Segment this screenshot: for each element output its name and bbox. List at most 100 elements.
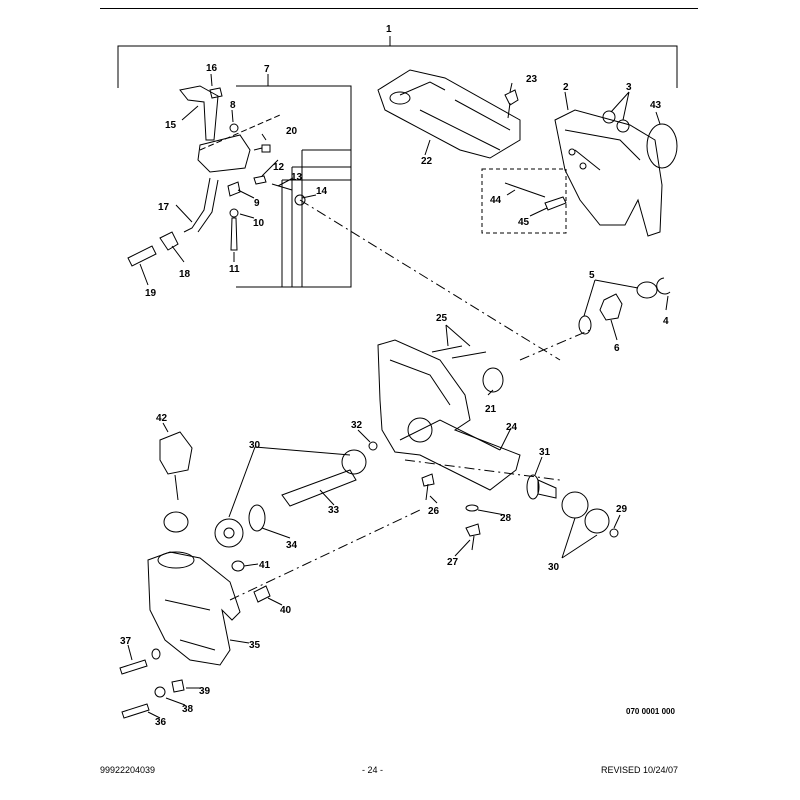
guard-2 (554, 109, 663, 237)
washer-28 (465, 504, 479, 512)
washer-39a (151, 648, 161, 660)
clip-4 (656, 277, 671, 295)
bolt-11 (230, 217, 238, 251)
callout-5: 5 (589, 270, 595, 281)
shaft-33 (281, 469, 357, 507)
callout-3: 3 (626, 82, 632, 93)
lower-housing-35 (147, 551, 241, 666)
callout-19: 19 (145, 288, 157, 299)
spring-12 (253, 175, 267, 185)
callout-24: 24 (506, 422, 518, 433)
callout-39: 39 (199, 686, 211, 697)
cap-42 (159, 431, 193, 475)
callout-18: 18 (179, 269, 191, 280)
figure-reference: 070 0001 000 (626, 707, 675, 716)
callout-7: 7 (264, 64, 270, 75)
callout-10: 10 (253, 218, 265, 229)
callout-38: 38 (182, 704, 194, 715)
bearing-30c (561, 491, 589, 519)
washer-29 (609, 528, 619, 538)
washer-32 (368, 441, 378, 451)
callout-28: 28 (500, 513, 512, 524)
callout-45: 45 (518, 217, 530, 228)
pin-45 (544, 196, 567, 211)
callout-11: 11 (229, 264, 240, 275)
callout-12: 12 (273, 162, 285, 173)
washer-5a (578, 315, 592, 335)
footer-page-number: - 24 - (362, 765, 384, 775)
star-6 (599, 293, 623, 321)
washer-10 (229, 208, 239, 218)
washer-8 (229, 123, 239, 133)
callout-17: 17 (158, 202, 170, 213)
callout-44: 44 (490, 195, 502, 206)
ring-43 (646, 123, 678, 169)
callout-36: 36 (155, 717, 167, 728)
callout-31: 31 (539, 447, 551, 458)
hose-17 (183, 177, 219, 233)
filter-19 (127, 245, 157, 267)
pin-13 (271, 183, 293, 191)
upper-housing-22 (377, 69, 521, 159)
screw-26 (421, 473, 435, 501)
callout-42: 42 (156, 413, 168, 424)
callout-6: 6 (614, 343, 620, 354)
callout-16: 16 (206, 63, 218, 74)
nut-3b (616, 119, 630, 133)
callout-30-right: 30 (548, 562, 560, 573)
gear-housing-24 (377, 339, 521, 491)
fitting-18 (159, 231, 179, 251)
top-rule (100, 8, 698, 9)
callout-1: 1 (386, 24, 392, 35)
bolt-36 (121, 703, 150, 719)
plug-41 (231, 560, 245, 572)
footer-part-number: 99922204039 (100, 765, 156, 775)
nut-3a (602, 110, 616, 124)
callout-22: 22 (421, 156, 433, 167)
plug-14 (294, 194, 306, 206)
pinion-31 (526, 474, 540, 500)
bolt-37 (119, 659, 148, 675)
bearing-30b (341, 449, 367, 475)
callout-25: 25 (436, 313, 448, 324)
callout-40: 40 (280, 605, 292, 616)
screw-27 (465, 523, 481, 551)
callout-21: 21 (485, 404, 497, 415)
callout-23: 23 (526, 74, 538, 85)
callout-15: 15 (165, 120, 177, 131)
washer-38 (154, 686, 166, 698)
callout-32: 32 (351, 420, 363, 431)
bearing-30a (214, 518, 244, 548)
screw-20 (253, 144, 271, 153)
bracket-7 (236, 85, 352, 288)
callout-14: 14 (316, 186, 328, 197)
callout-4: 4 (663, 316, 669, 327)
sleeve-39 (171, 679, 185, 693)
spring-9 (227, 181, 241, 197)
o-ring-42 (163, 511, 189, 533)
callout-13: 13 (291, 172, 303, 183)
callout-41: 41 (259, 560, 271, 571)
callout-20: 20 (286, 126, 298, 137)
bushing-21 (482, 367, 504, 393)
pin-44 (504, 182, 546, 198)
callout-2: 2 (563, 82, 569, 93)
bracket-assembly (197, 134, 251, 173)
callout-30-left: 30 (249, 440, 261, 451)
callout-33: 33 (328, 505, 340, 516)
bushing-40 (253, 585, 271, 603)
pins-25 (431, 345, 487, 359)
callout-8: 8 (230, 100, 236, 111)
footer-revision: REVISED 10/24/07 (601, 765, 679, 775)
callout-27: 27 (447, 557, 459, 568)
kit-box-44-45 (481, 168, 567, 234)
callout-34: 34 (286, 540, 298, 551)
callout-29: 29 (616, 504, 628, 515)
callout-43: 43 (650, 100, 662, 111)
washer-5b (636, 281, 658, 299)
bearing-30d (584, 508, 610, 534)
clip-16 (209, 87, 223, 99)
gear-34 (248, 504, 266, 532)
callout-35: 35 (249, 640, 261, 651)
